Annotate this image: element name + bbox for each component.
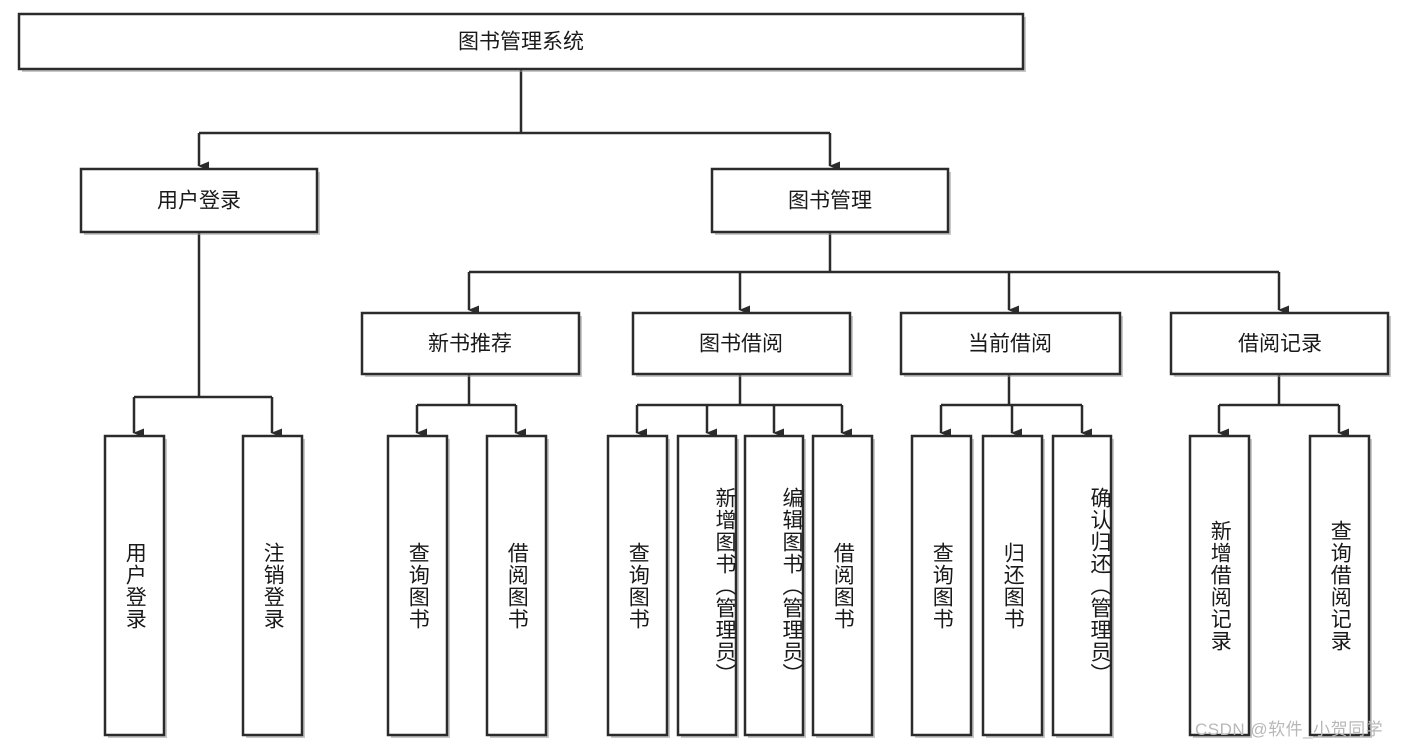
- leaf-user-logout-rect[interactable]: [241, 434, 304, 737]
- leaf-query-record-rect[interactable]: [1308, 434, 1371, 737]
- leaf-node-group: [103, 434, 1372, 738]
- node-book-management-rect[interactable]: [710, 167, 950, 234]
- leaf-add-book-rect[interactable]: [676, 434, 738, 737]
- connector-group: [132, 69, 1349, 438]
- node-current-borrow-rect[interactable]: [899, 311, 1122, 376]
- node-new-book-recommend[interactable]: 新书推荐: [360, 311, 582, 377]
- node-book-management[interactable]: 图书管理: [710, 167, 951, 235]
- node-current-borrow[interactable]: 当前借阅: [899, 311, 1123, 377]
- node-user-login-label: 用户登录: [157, 190, 241, 213]
- leaf-user-login-rect[interactable]: [103, 434, 166, 737]
- node-borrow-record[interactable]: 借阅记录: [1169, 311, 1391, 377]
- node-new-book-recommend-rect[interactable]: [360, 311, 581, 376]
- node-book-borrow-label: 图书借阅: [699, 333, 783, 356]
- leaf-confirm-return-rect[interactable]: [1051, 434, 1113, 737]
- node-new-book-recommend-label: 新书推荐: [428, 333, 512, 356]
- node-root[interactable]: 图书管理系统: [17, 12, 1026, 72]
- leaf-edit-book-rect[interactable]: [743, 434, 805, 737]
- node-current-borrow-label: 当前借阅: [968, 333, 1052, 356]
- leaf-query-book-1-rect[interactable]: [386, 434, 449, 737]
- node-book-borrow[interactable]: 图书借阅: [631, 311, 853, 377]
- leaf-borrow-book-1-rect[interactable]: [485, 434, 548, 737]
- node-user-login-rect[interactable]: [79, 167, 319, 234]
- node-borrow-record-rect[interactable]: [1169, 311, 1390, 376]
- leaf-borrow-book-2-rect[interactable]: [811, 434, 874, 737]
- node-root-rect[interactable]: [17, 12, 1025, 71]
- leaf-return-book-rect[interactable]: [981, 434, 1044, 737]
- node-book-management-label: 图书管理: [788, 190, 872, 213]
- node-root-label: 图书管理系统: [458, 31, 584, 54]
- node-book-borrow-rect[interactable]: [631, 311, 852, 376]
- node-borrow-record-label: 借阅记录: [1238, 333, 1322, 356]
- node-user-login[interactable]: 用户登录: [79, 167, 320, 235]
- csdn-watermark: CSDN @软件_小贺同学: [1195, 720, 1384, 739]
- leaf-query-book-2-rect[interactable]: [606, 434, 669, 737]
- leaf-query-book-3-rect[interactable]: [910, 434, 973, 737]
- leaf-add-record-rect[interactable]: [1188, 434, 1251, 737]
